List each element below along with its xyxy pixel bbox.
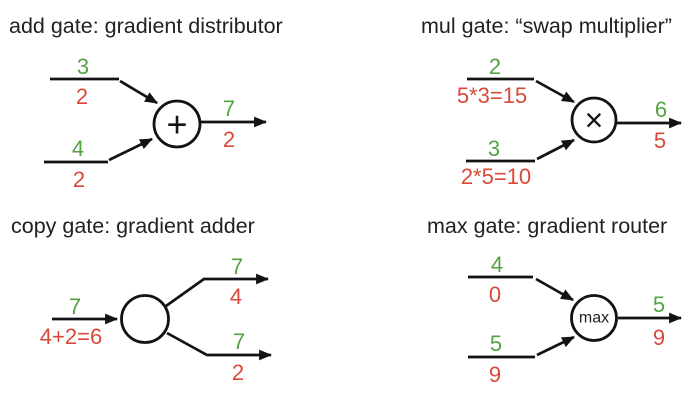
plus-symbol: + — [166, 104, 187, 145]
copy-gate-node — [120, 294, 170, 344]
add-gate-diagram: add gate: gradient distributor 3 2 4 2 +… — [9, 14, 283, 192]
mul-output-value: 6 — [655, 97, 667, 122]
add-input2-arrow — [108, 137, 153, 162]
max-output-grad: 9 — [653, 325, 665, 350]
add-input1-grad: 2 — [76, 84, 88, 109]
add-input2-value: 4 — [72, 136, 84, 161]
copy-gate-title: copy gate: gradient adder — [11, 214, 255, 238]
max-input2-arrow — [536, 335, 575, 357]
max-input2-grad: 9 — [489, 362, 501, 387]
add-output-value: 7 — [223, 96, 235, 121]
mul-gate-node — [570, 96, 618, 144]
mul-input1-grad: 5*3=15 — [457, 83, 527, 108]
add-input1-value: 3 — [77, 54, 89, 79]
max-input1-arrow — [535, 277, 574, 302]
mul-input2-value: 3 — [488, 136, 500, 161]
copy-output1-value: 7 — [231, 254, 243, 279]
max-symbol: max — [579, 310, 609, 327]
mul-input2-arrow — [536, 138, 575, 161]
max-input2-value: 5 — [490, 331, 502, 356]
copy-output1-grad: 4 — [230, 284, 242, 309]
copy-output2-grad: 2 — [232, 360, 244, 385]
max-input1-grad: 0 — [489, 282, 501, 307]
copy-output2-arrow — [166, 331, 273, 361]
copy-input-grad: 4+2=6 — [40, 324, 102, 349]
mul-gate-diagram: mul gate: “swap multiplier” 2 5*3=15 3 2… — [421, 14, 683, 189]
mul-output-grad: 5 — [654, 128, 666, 153]
add-input1-arrow — [119, 79, 158, 105]
mul-gate-title: mul gate: “swap multiplier” — [421, 14, 672, 38]
max-gate-diagram: max gate: gradient router 4 0 5 9 max 5 … — [427, 214, 683, 387]
add-input2-grad: 2 — [73, 167, 85, 192]
add-output-grad: 2 — [223, 127, 235, 152]
copy-output2-value: 7 — [233, 329, 245, 354]
mul-input2-grad: 2*5=10 — [461, 164, 531, 189]
copy-input-value: 7 — [69, 294, 81, 319]
mul-input1-arrow — [535, 79, 575, 104]
max-output-value: 5 — [653, 292, 665, 317]
max-input1-value: 4 — [491, 252, 503, 277]
add-gate-node — [152, 99, 202, 149]
add-gate-title: add gate: gradient distributor — [9, 14, 283, 38]
mul-input1-value: 2 — [489, 54, 501, 79]
max-gate-title: max gate: gradient router — [427, 214, 667, 238]
copy-gate-diagram: copy gate: gradient adder 7 4+2=6 7 4 7 … — [11, 214, 273, 385]
copy-output1-arrow — [165, 273, 270, 308]
max-gate-node — [570, 294, 618, 342]
times-symbol: × — [585, 102, 604, 138]
